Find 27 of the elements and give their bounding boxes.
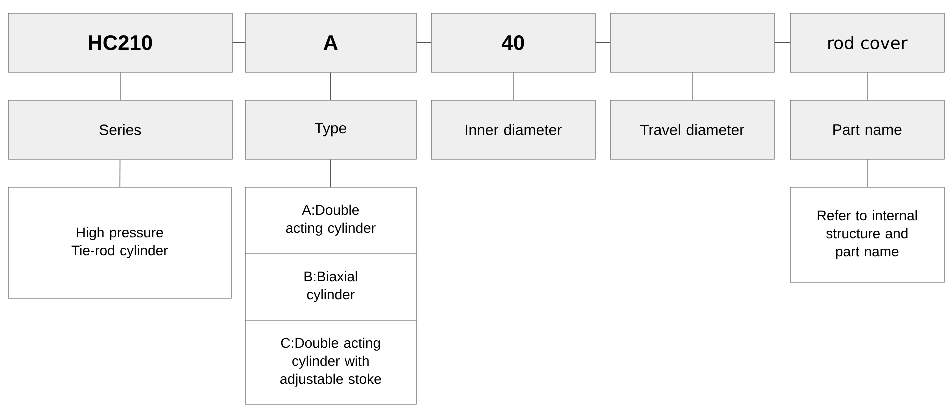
category-box: Series [8,100,233,160]
empty-box [610,13,775,73]
code-box: HC210 [8,13,233,73]
connector-line [867,72,868,100]
connector-line [774,42,790,44]
connector-line [416,42,432,44]
category-box: Travel diameter [610,100,775,160]
connector-line [513,72,514,100]
description-box: High pressure Tie-rod cylinder [8,187,232,299]
connector-line [330,159,332,188]
connector-line [595,42,610,44]
option-box: C:Double acting cylinder with adjustable stoke [245,320,417,405]
connector-line [330,72,332,100]
code-box: rod cover [790,13,945,73]
option-box: B:Biaxial cylinder [245,253,417,321]
connector-line [120,72,121,100]
code-box: 40 [431,13,596,73]
category-box: Part name [790,100,945,160]
code-box: A [245,13,417,73]
option-box: A:Double acting cylinder [245,187,417,254]
connector-line [692,72,693,100]
connector-line [867,159,868,188]
connector-line [120,159,121,188]
connector-line [232,42,246,44]
category-box: Type [245,100,417,160]
category-box: Inner diameter [431,100,596,160]
description-box: Refer to internal structure and part name [790,187,945,283]
